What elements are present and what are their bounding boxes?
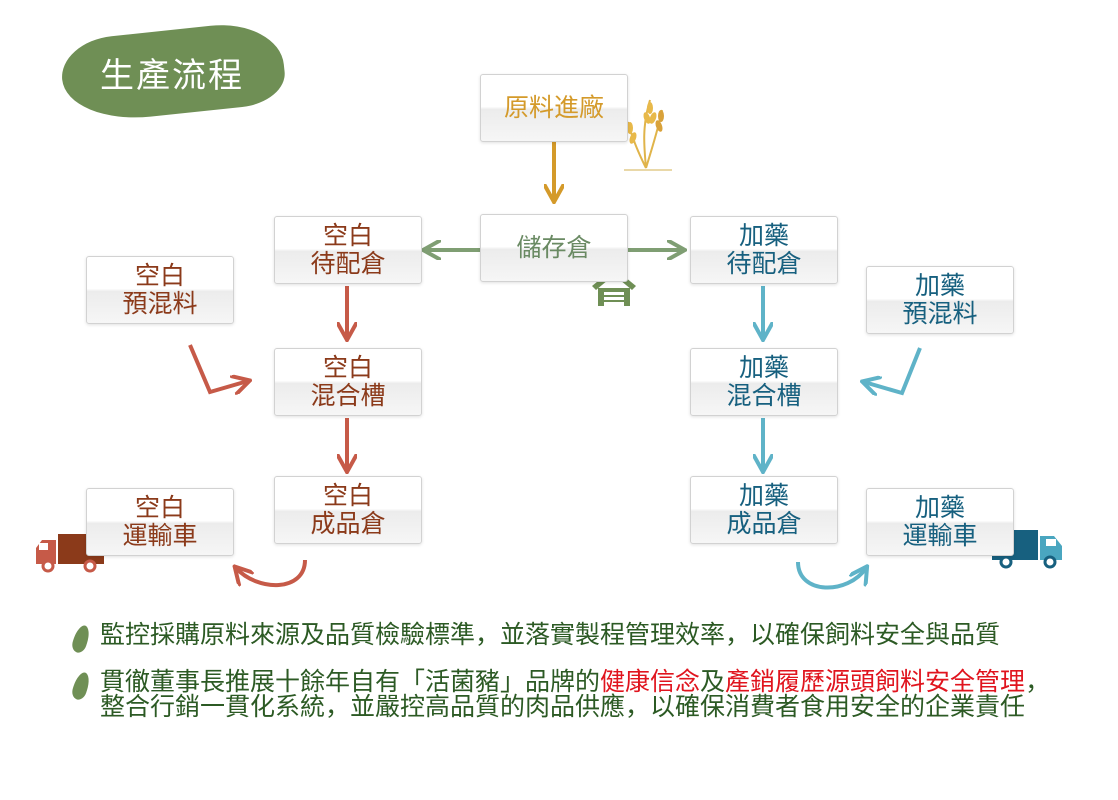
leaf-bullet-icon (70, 623, 92, 655)
node-med-mixing: 加藥 混合槽 (690, 348, 838, 416)
bullet-item: 貫徹董事長推展十餘年自有「活菌豬」品牌的健康信念及產銷履歷源頭飼料安全管理，整合… (70, 667, 1074, 721)
node-label: 儲存倉 (516, 233, 592, 262)
node-label-line2: 混合槽 (310, 381, 386, 410)
node-med-finished: 加藥 成品倉 (690, 476, 838, 544)
node-label-line1: 空白 (134, 493, 185, 522)
node-raw-material: 原料進廠 (480, 74, 628, 142)
bullet-segment: ，整合行銷一貫化系統，並嚴控高品質的肉品供應，以確保消費者食用安全的企業責任 (100, 667, 1051, 721)
node-label-line2: 成品倉 (726, 509, 802, 538)
arrow-blank-premix-to-mixing (188, 344, 248, 392)
node-label-line1: 空白 (322, 353, 373, 382)
node-label-line1: 空白 (134, 261, 185, 290)
node-label-line2: 運輸車 (122, 521, 198, 550)
arrow-med-premix-to-mixing (864, 347, 922, 393)
node-label-line1: 空白 (322, 221, 373, 250)
node-blank-premix: 空白 預混料 (86, 256, 234, 324)
bullet-list: 監控採購原料來源及品質檢驗標準，並落實製程管理效率，以確保飼料安全與品質 貫徹董… (70, 620, 1074, 741)
node-label-line2: 運輸車 (902, 521, 978, 550)
node-label-line1: 空白 (322, 481, 373, 510)
arrow-med-finished-to-transport (796, 561, 866, 590)
leaf-bullet-icon (70, 670, 92, 702)
page-title: 生產流程 (100, 56, 244, 96)
node-label-line2: 待配倉 (310, 249, 386, 278)
node-label-line1: 加藥 (914, 493, 965, 522)
node-label-line2: 預混料 (122, 289, 198, 318)
node-med-transport: 加藥 運輸車 (866, 488, 1014, 556)
bullet-segment: 貫徹董事長推展十餘年自有「活菌豬」品牌的 (100, 667, 601, 696)
node-blank-finished: 空白 成品倉 (274, 476, 422, 544)
node-label-line1: 加藥 (738, 221, 789, 250)
node-label: 原料進廠 (503, 93, 604, 122)
bullet-text: 貫徹董事長推展十餘年自有「活菌豬」品牌的健康信念及產銷履歷源頭飼料安全管理，整合… (100, 667, 1050, 721)
bullet-highlight: 產銷履歷源頭飼料安全管理 (725, 667, 1026, 696)
node-blank-transport: 空白 運輸車 (86, 488, 234, 556)
node-label-line1: 加藥 (738, 481, 789, 510)
flow-diagram (36, 99, 1062, 590)
bullet-highlight: 健康信念 (600, 667, 701, 696)
bullet-segment: 及 (700, 667, 726, 696)
node-label-line2: 混合槽 (726, 381, 802, 410)
node-storage: 儲存倉 (480, 214, 628, 282)
bullet-text: 監控採購原料來源及品質檢驗標準，並落實製程管理效率，以確保飼料安全與品質 (100, 620, 1001, 649)
node-label-line2: 成品倉 (310, 509, 386, 538)
node-blank-waiting: 空白 待配倉 (274, 216, 422, 284)
node-label-line2: 待配倉 (726, 249, 802, 278)
arrow-blank-finished-to-transport (236, 559, 307, 588)
node-med-premix: 加藥 預混料 (866, 266, 1014, 334)
node-blank-mixing: 空白 混合槽 (274, 348, 422, 416)
node-label-line1: 加藥 (914, 271, 965, 300)
wheat-icon (624, 99, 672, 171)
node-label-line1: 加藥 (738, 353, 789, 382)
bullet-item: 監控採購原料來源及品質檢驗標準，並落實製程管理效率，以確保飼料安全與品質 (70, 620, 1074, 655)
node-label-line2: 預混料 (902, 299, 978, 328)
node-med-waiting: 加藥 待配倉 (690, 216, 838, 284)
